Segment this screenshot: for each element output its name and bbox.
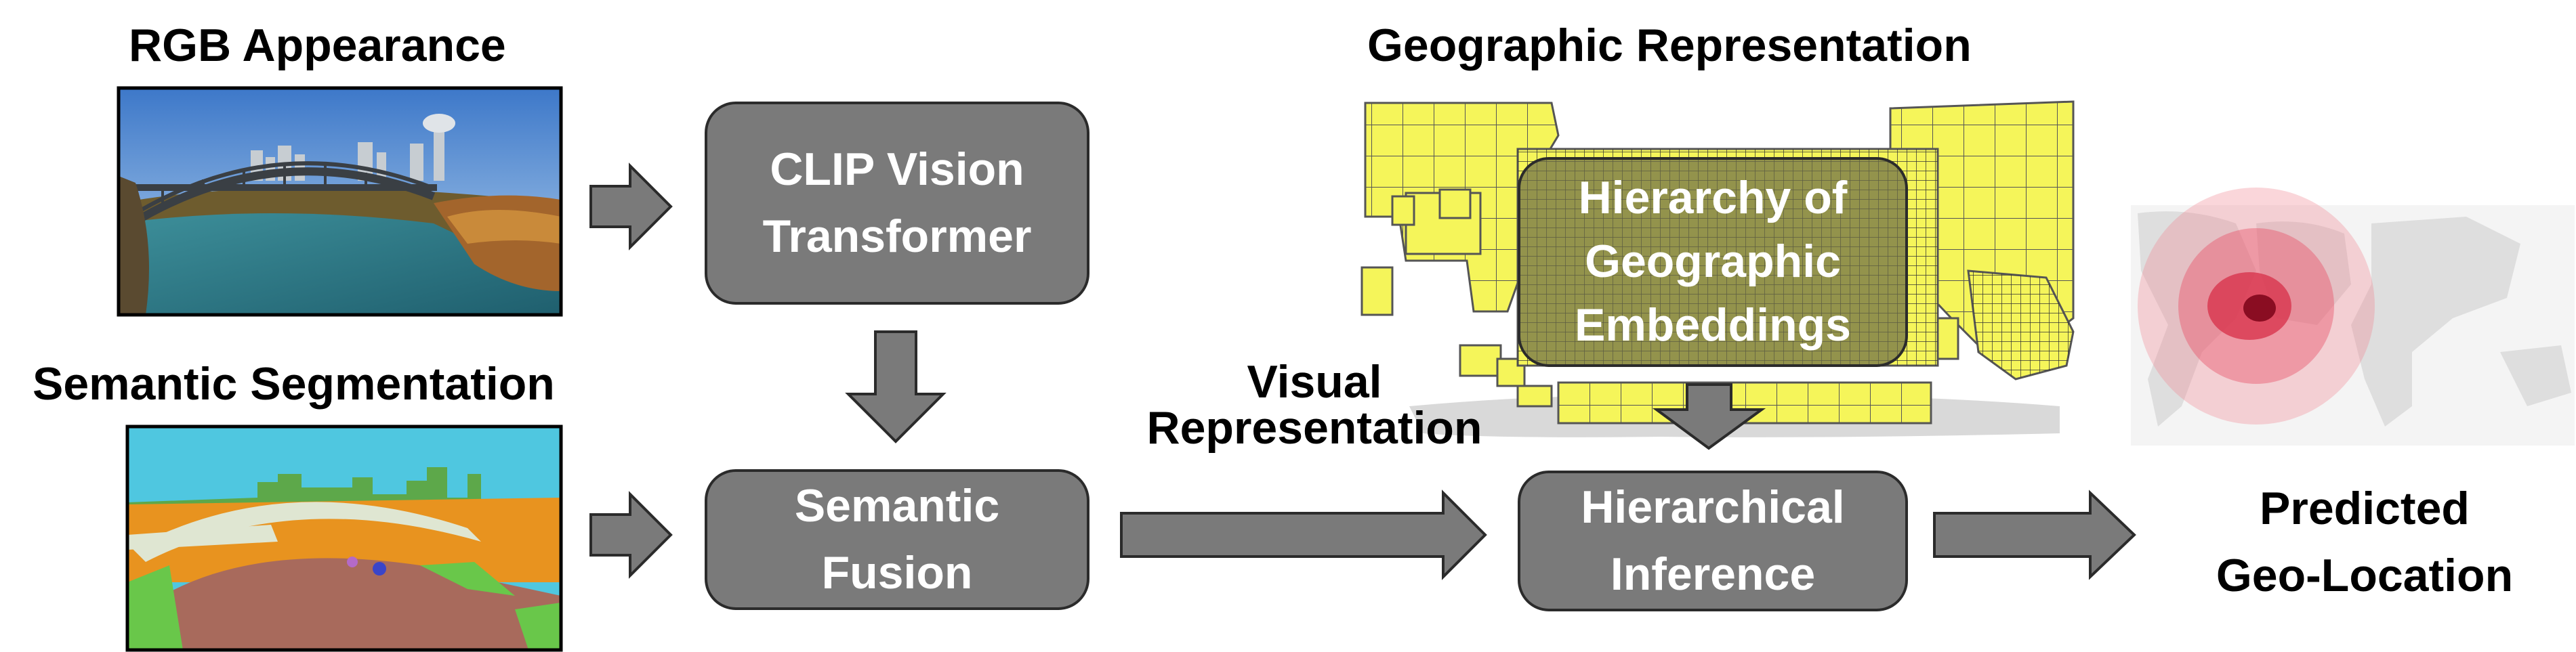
arrow-inference-to-output [1933,490,2136,580]
hier-inf-line-1: Hierarchical [1581,481,1845,534]
fusion-line-1: Semantic [794,480,1000,532]
clip-line-2: Transformer [762,211,1032,262]
semantic-fusion-box: Semantic Fusion [705,469,1089,610]
geographic-representation-title: Geographic Representation [1367,20,1972,71]
rgb-appearance-title: RGB Appearance [129,20,506,71]
arrow-fusion-to-inference [1120,490,1487,580]
predicted-geolocation-label: Predicted Geo-Location [2161,475,2568,609]
visual-rep-line-2: Representation [1146,402,1482,454]
hier-inf-line-2: Inference [1610,548,1816,600]
arrow-rgb-to-clip [589,162,673,251]
fusion-line-2: Fusion [821,547,973,599]
prediction-heatmap [2131,188,2575,445]
hier-emb-line-3: Embeddings [1574,299,1852,351]
hier-emb-line-2: Geographic [1585,236,1841,288]
segmentation-image [125,425,563,652]
arrow-seg-to-fusion [589,491,673,579]
visual-representation-label: Visual Representation [1111,359,1518,451]
semantic-segmentation-title: Semantic Segmentation [33,358,555,410]
clip-line-1: CLIP Vision [770,144,1024,196]
arrow-clip-to-fusion [845,330,947,443]
arrows [589,162,2136,580]
output-line-2: Geo-Location [2216,549,2514,601]
hierarchy-of-geographic-embeddings-box: Hierarchy of Geographic Embeddings [1518,157,1908,367]
hier-emb-line-1: Hierarchy of [1578,172,1848,224]
hierarchical-inference-box: Hierarchical Inference [1518,471,1908,611]
rgb-photo [117,86,563,317]
visual-rep-line-1: Visual [1247,356,1382,408]
clip-vision-transformer-box: CLIP Vision Transformer [705,102,1089,305]
output-line-1: Predicted [2260,483,2470,534]
